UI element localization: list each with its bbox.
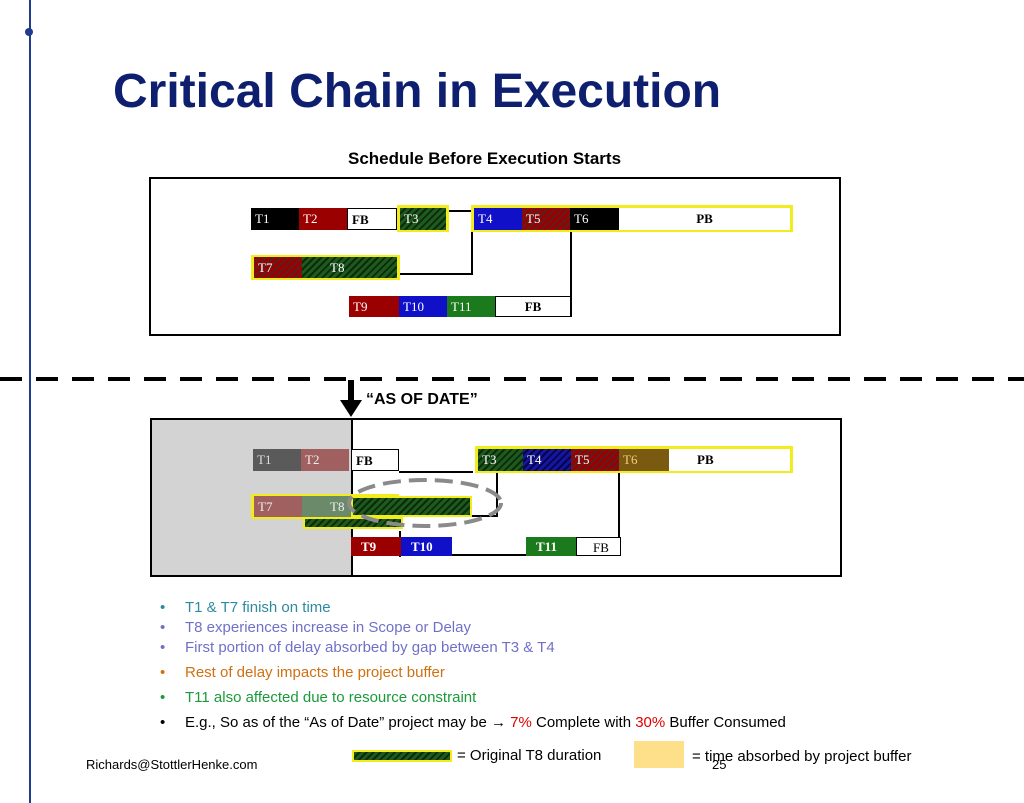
legend-buffer-swatch — [634, 741, 684, 768]
feeding-buffer: FB — [351, 449, 399, 471]
task-t10: T10 — [399, 296, 447, 317]
page-title: Critical Chain in Execution — [113, 65, 722, 118]
task-t7: T7 — [254, 257, 302, 278]
task-t4: T4 — [474, 208, 522, 230]
before-schedule-diagram: T1 T2 FB T3 T4 T5 T6 PB T7 T8 T9 T10 T11… — [149, 177, 841, 336]
down-arrow-icon — [340, 380, 362, 417]
task-t6: T6 — [619, 449, 669, 471]
task-t2: T2 — [299, 208, 347, 230]
task-t8: T8 — [302, 257, 397, 278]
task-t9: T9 — [351, 537, 401, 556]
page-number: 25 — [712, 757, 727, 772]
legend-original-swatch — [352, 750, 452, 762]
left-rule — [29, 0, 31, 803]
task-t3: T3 — [478, 449, 523, 471]
task-t6: T6 — [570, 208, 619, 230]
before-schedule-title: Schedule Before Execution Starts — [348, 149, 622, 168]
project-buffer: PB — [669, 449, 790, 471]
arrow-right-icon: → — [490, 714, 506, 731]
feeding-buffer: FB — [347, 208, 397, 230]
project-buffer: PB — [619, 208, 790, 230]
task-t3-frame — [397, 205, 449, 232]
feeding-buffer-2: FB — [495, 296, 571, 317]
task-t5: T5 — [522, 208, 570, 230]
as-of-date-label: “AS OF DATE” — [366, 391, 478, 408]
bullet-list: •T1 & T7 finish on time •T8 experiences … — [160, 598, 786, 733]
task-t1: T1 — [253, 449, 301, 471]
task-t7: T7 — [254, 496, 302, 517]
project-chain-frame — [471, 205, 793, 232]
task-t11: T11 — [526, 537, 576, 556]
execution-schedule-diagram: T1 T2 FB T3 T4 T5 T6 PB T7 T8 T9 T10 T11… — [150, 418, 842, 577]
task-t8: T8 — [302, 496, 351, 517]
bullet-dot-icon — [25, 28, 33, 36]
task-t5: T5 — [571, 449, 619, 471]
delay-highlight-ellipse — [347, 478, 503, 528]
task-t9: T9 — [349, 296, 399, 317]
task-t7-t8-frame — [251, 255, 400, 280]
legend-original-label: = Original T8 duration — [457, 747, 602, 764]
bullet-item: •T11 also affected due to resource const… — [160, 689, 477, 706]
bullet-item-summary: •E.g., So as of the “As of Date” project… — [160, 714, 786, 731]
task-t4: T4 — [523, 449, 571, 471]
task-t2: T2 — [301, 449, 349, 471]
task-t3: T3 — [400, 208, 446, 230]
legend-buffer-label: = time absorbed by project buffer — [692, 748, 912, 765]
project-chain-frame — [475, 446, 793, 473]
bullet-item: •T8 experiences increase in Scope or Del… — [160, 619, 471, 636]
bullet-item: •T1 & T7 finish on time — [160, 599, 331, 616]
bullet-item: •First portion of delay absorbed by gap … — [160, 639, 555, 656]
bullet-item: •Rest of delay impacts the project buffe… — [160, 664, 445, 681]
task-t11: T11 — [447, 296, 495, 317]
task-t10: T10 — [401, 537, 452, 556]
feeding-buffer-2: FB — [576, 537, 621, 556]
task-t1: T1 — [251, 208, 299, 230]
footer-email: Richards@StottlerHenke.com — [86, 757, 258, 772]
